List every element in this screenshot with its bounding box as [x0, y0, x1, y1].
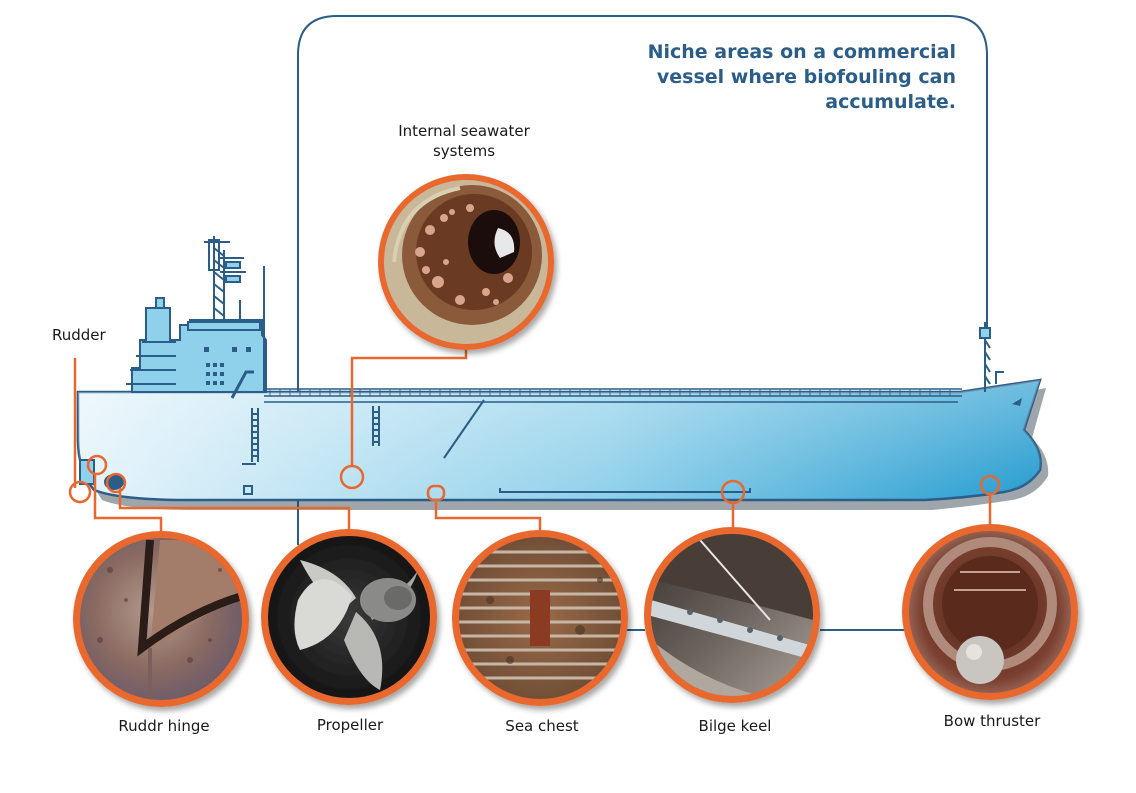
label-sea-chest: Sea chest — [505, 717, 579, 735]
label-internal-seawater-line-1: Internal seawater — [398, 122, 530, 140]
internal-seawater-photo — [378, 174, 554, 350]
label-propeller: Propeller — [316, 716, 384, 734]
label-rudder: Rudder — [52, 326, 106, 344]
label-bow-thruster: Bow thruster — [943, 712, 1041, 730]
rudder-hinge-photo — [73, 531, 249, 707]
bow-thruster-photo — [902, 524, 1078, 700]
label-rudder-hinge: Ruddr hinge — [118, 717, 210, 735]
sea-chest-photo — [452, 530, 628, 706]
connector-lines — [73, 344, 992, 538]
label-internal-seawater: Internal seawater systems — [398, 121, 530, 161]
bilge-keel-photo — [644, 527, 820, 703]
heading-line-2: vessel where biofouling can — [656, 66, 956, 88]
heading-line-3: accumulate. — [825, 91, 956, 113]
heading-line-1: Niche areas on a commercial — [647, 41, 956, 63]
propeller-photo — [261, 529, 437, 705]
diagram-heading: Niche areas on a commercial vessel where… — [560, 40, 956, 115]
ship-illustration — [76, 236, 1049, 510]
label-bilge-keel: Bilge keel — [698, 717, 772, 735]
label-internal-seawater-line-2: systems — [432, 142, 496, 160]
hull-markers — [68, 454, 1001, 505]
